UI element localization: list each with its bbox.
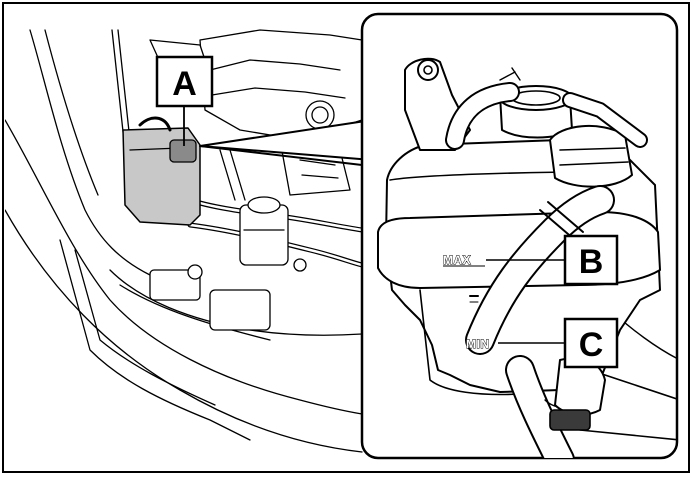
reservoir-hose-bay [138,116,172,132]
min-mark: MIN [466,337,490,351]
reservoir-lower-contour [419,289,521,396]
hose-band [547,201,584,233]
bg-line [579,429,677,441]
down-hose-fill [507,357,573,458]
bracket-rods [219,149,246,201]
callout-a: A [155,55,214,108]
engine-cover-rib [211,87,346,99]
battery-bracket [149,269,201,301]
intake-rib [299,159,339,179]
callout-b-box [563,234,619,286]
brake-reservoir [239,204,289,266]
mount-bolt [417,59,439,81]
lower-fitting-dark [549,409,591,431]
oil-cap [305,100,335,130]
callout-c-label: C [579,326,604,364]
hose-lower-fill [188,223,364,267]
bolt [187,264,203,280]
engine-cover-rib [209,59,341,71]
right-hose-fill [564,94,646,146]
callout-a-label: A [172,65,197,103]
air-box [209,289,271,331]
brake-reservoir-cap [247,196,281,214]
zoom-line-lower [199,145,363,166]
oil-cap-inner [311,106,329,124]
upper-hose-fill [447,84,518,148]
callout-b-label: B [579,243,604,281]
pressure-cap-ribs [559,147,629,166]
headlight-inner [74,249,216,406]
mount-bolt-center [423,65,433,75]
reservoir-cap-bay [169,139,197,163]
lower-hose-fill [467,187,613,353]
callout-c: C [563,317,619,369]
radiator-support-lower [119,284,271,341]
headlight-edge [59,239,251,441]
hood-edge-left [29,29,151,276]
fender-line [5,119,363,415]
callout-b: B [563,234,619,286]
bolt [293,258,307,272]
max-mark: MAX [443,253,471,267]
hose-clip [499,67,521,81]
hood-edge-inner [44,29,99,196]
pressure-cap [549,124,633,188]
callout-c-box [563,317,619,369]
